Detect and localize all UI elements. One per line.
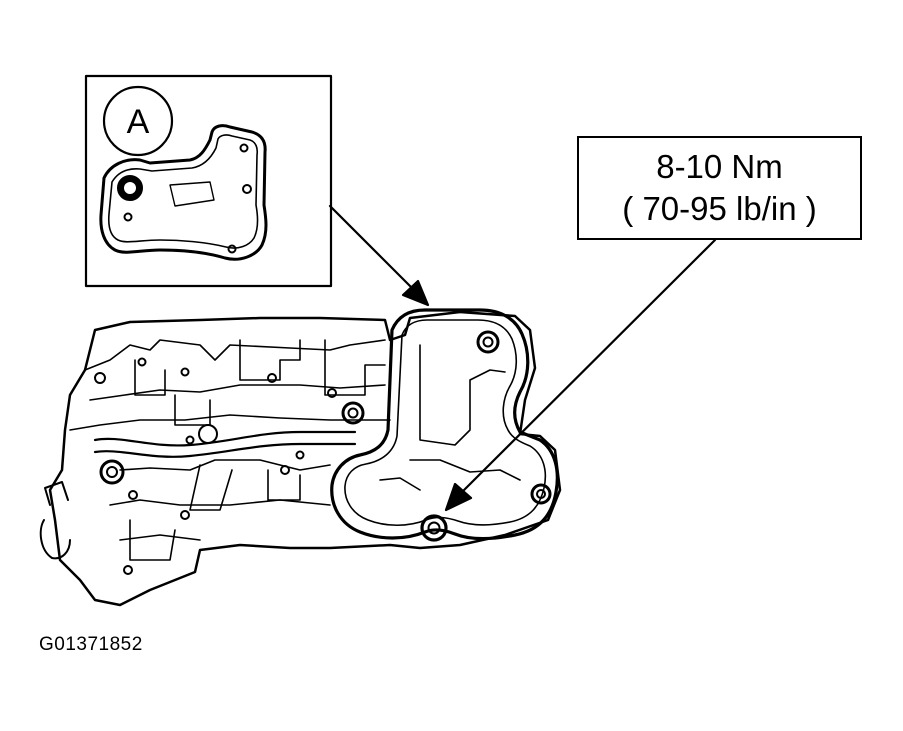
figure-id: G01371852: [39, 634, 143, 655]
torque-imperial: ( 70-95 lb/in ): [622, 190, 817, 227]
detail-callout-label: A: [126, 103, 150, 141]
callout-circle-a: [102, 85, 174, 157]
leader-arrow-detail: [328, 204, 430, 307]
gasket-bolt-right: [530, 483, 552, 505]
torque-spec-box: 8-10 Nm ( 70-95 lb/in ): [577, 136, 862, 240]
gasket-bolt-upper: [476, 330, 500, 354]
leader-arrow-torque: [444, 238, 717, 512]
valve-body: [39, 310, 562, 607]
detail-gasket-outline: [99, 124, 268, 261]
valve-body-gasket: [330, 308, 559, 542]
gasket-bolt-torque: [420, 514, 448, 542]
torque-metric: 8-10 Nm: [656, 148, 783, 185]
detail-inset-a: [84, 74, 333, 288]
